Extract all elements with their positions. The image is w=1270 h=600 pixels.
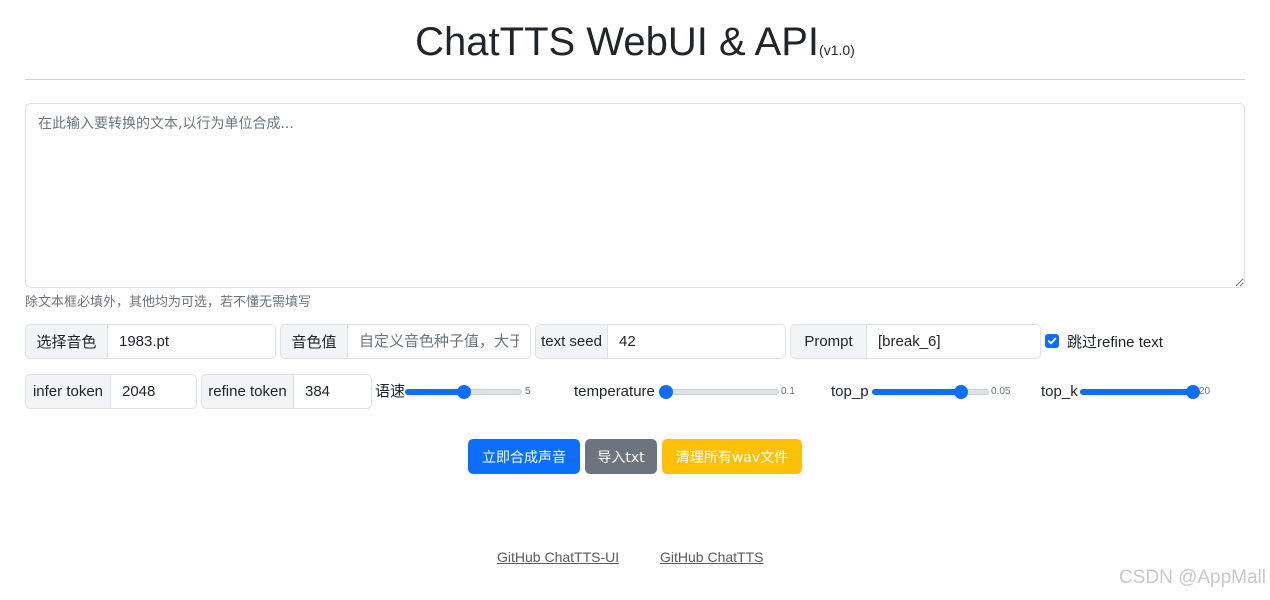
top-k-slider-fill bbox=[1080, 389, 1194, 395]
temperature-label: temperature bbox=[574, 383, 655, 400]
temperature-slider-track bbox=[663, 389, 779, 395]
prompt-group: Prompt bbox=[790, 324, 1041, 359]
clear-wav-button[interactable]: 清理所有wav文件 bbox=[662, 439, 802, 474]
text-seed-input[interactable] bbox=[608, 324, 786, 359]
skip-refine-option[interactable]: 跳过refine text bbox=[1045, 332, 1163, 351]
refine-token-input[interactable] bbox=[294, 374, 372, 409]
page-title-text: ChatTTS WebUI & API bbox=[415, 20, 820, 64]
version-label: (v1.0) bbox=[819, 42, 855, 58]
text-seed-group: text seed bbox=[535, 324, 786, 359]
text-input[interactable] bbox=[25, 103, 1245, 288]
voice-seed-label: 音色值 bbox=[280, 324, 348, 359]
skip-refine-checkbox[interactable] bbox=[1045, 334, 1059, 348]
infer-token-input[interactable] bbox=[111, 374, 197, 409]
import-txt-button[interactable]: 导入txt bbox=[585, 439, 657, 474]
prompt-input[interactable] bbox=[867, 324, 1041, 359]
voice-seed-input[interactable] bbox=[348, 324, 531, 359]
synthesize-button[interactable]: 立即合成声音 bbox=[468, 439, 580, 474]
help-text: 除文本框必填外，其他均为可选，若不懂无需填写 bbox=[25, 294, 312, 309]
refine-token-label: refine token bbox=[201, 374, 294, 409]
voice-select-label: 选择音色 bbox=[25, 324, 108, 359]
speed-slider[interactable] bbox=[405, 384, 522, 400]
temperature-slider-thumb[interactable] bbox=[659, 385, 674, 399]
top-p-label: top_p bbox=[831, 383, 869, 400]
top-p-value: 0.05 bbox=[991, 386, 1011, 397]
temperature-slider[interactable] bbox=[659, 384, 779, 400]
refine-token-group: refine token bbox=[201, 374, 372, 409]
top-p-slider[interactable] bbox=[872, 384, 989, 400]
github-chattts-ui-link[interactable]: GitHub ChatTTS-UI bbox=[497, 549, 620, 565]
speed-slider-fill bbox=[405, 389, 464, 395]
text-seed-label: text seed bbox=[535, 324, 608, 359]
github-chattts-link[interactable]: GitHub ChatTTS bbox=[660, 549, 764, 565]
checkmark-icon bbox=[1047, 337, 1057, 345]
top-k-slider-thumb[interactable] bbox=[1186, 385, 1201, 399]
speed-slider-thumb[interactable] bbox=[456, 385, 471, 399]
top-k-label: top_k bbox=[1041, 383, 1078, 400]
top-k-slider[interactable] bbox=[1080, 384, 1201, 400]
voice-seed-group: 音色值 bbox=[280, 324, 531, 359]
top-p-slider-fill bbox=[872, 389, 961, 395]
top-p-slider-thumb[interactable] bbox=[953, 385, 968, 399]
divider bbox=[25, 79, 1245, 80]
temperature-value: 0.1 bbox=[781, 386, 795, 397]
prompt-label: Prompt bbox=[790, 324, 867, 359]
voice-select-input[interactable] bbox=[108, 324, 276, 359]
skip-refine-label: 跳过refine text bbox=[1067, 333, 1163, 351]
page-title: ChatTTS WebUI & API(v1.0) bbox=[0, 18, 1270, 74]
speed-value: 5 bbox=[525, 386, 531, 397]
voice-select-group: 选择音色 bbox=[25, 324, 276, 359]
top-k-value: 20 bbox=[1199, 386, 1211, 397]
speed-label: 语速 bbox=[375, 383, 406, 400]
infer-token-label: infer token bbox=[25, 374, 111, 409]
watermark: CSDN @AppMall bbox=[1118, 567, 1266, 588]
infer-token-group: infer token bbox=[25, 374, 197, 409]
